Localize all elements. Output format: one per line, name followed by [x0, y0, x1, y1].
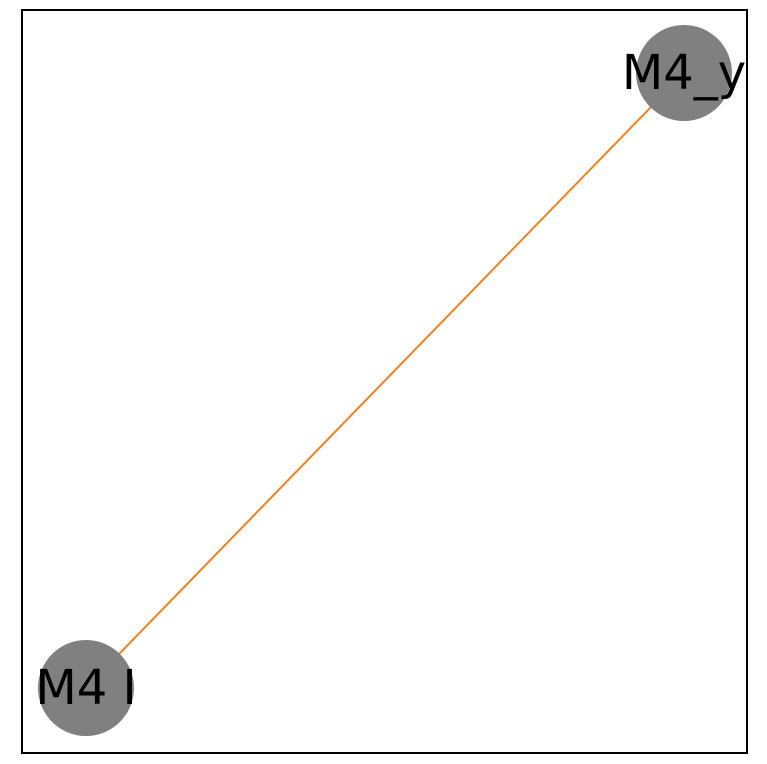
node-circle[interactable]	[636, 25, 732, 121]
node-circle[interactable]	[38, 640, 134, 736]
node-label: M4 I	[35, 660, 136, 716]
node-bottom[interactable]: M4 I	[35, 640, 137, 736]
plot-frame	[21, 9, 748, 754]
node-top[interactable]: M4_y	[622, 25, 746, 121]
node-label: M4_y	[622, 45, 746, 101]
edge-bottom-top	[85, 72, 685, 689]
